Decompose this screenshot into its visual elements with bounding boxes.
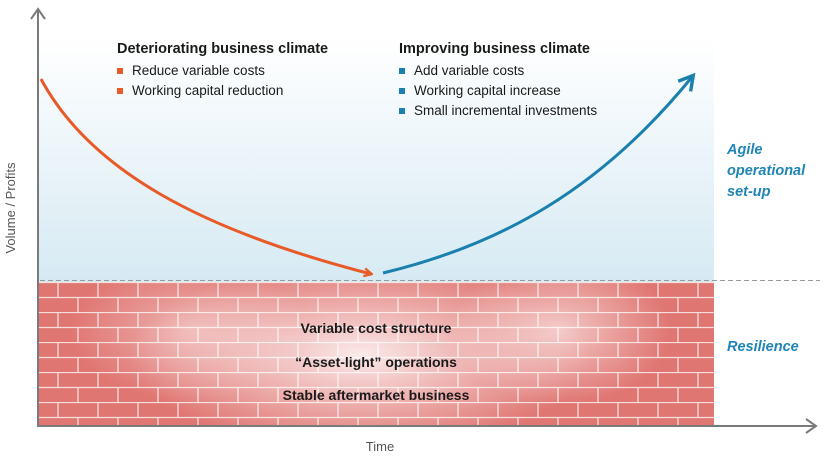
- agile-label: Agile operational set-up: [727, 142, 806, 200]
- x-axis-arrowhead: [805, 418, 818, 434]
- blue-bullet-icon: [399, 108, 405, 114]
- deteriorating-list: Reduce variable costs Working capital re…: [117, 61, 328, 101]
- orange-bullet-icon: [117, 68, 123, 74]
- blue-bullet-icon: [399, 68, 405, 74]
- wall-line-2: “Asset-light” operations: [295, 354, 457, 370]
- list-item: Add variable costs: [399, 61, 597, 81]
- orange-bullet-icon: [117, 88, 123, 94]
- list-item: Working capital increase: [399, 81, 597, 101]
- resilience-label: Resilience: [727, 339, 799, 355]
- y-axis-arrowhead: [30, 7, 46, 20]
- deteriorating-curve: [39, 78, 371, 274]
- list-item: Working capital reduction: [117, 81, 328, 101]
- improving-title: Improving business climate: [399, 41, 590, 57]
- blue-bullet-icon: [399, 88, 405, 94]
- wall-line-1: Variable cost structure: [300, 320, 452, 336]
- list-item: Reduce variable costs: [117, 61, 328, 81]
- improving-list: Add variable costs Working capital incre…: [399, 61, 597, 121]
- improving-block: Improving business climate Add variable …: [399, 41, 597, 121]
- deteriorating-title: Deteriorating business climate: [117, 41, 329, 57]
- deteriorating-block: Deteriorating business climate Reduce va…: [117, 41, 328, 101]
- y-axis-label: Volume / Profits: [3, 162, 18, 254]
- list-item: Small incremental investments: [399, 101, 597, 121]
- wall-line-3: Stable aftermarket business: [282, 387, 470, 403]
- improving-curve: [382, 72, 696, 275]
- agile-zone: [38, 38, 714, 282]
- brick-wall: [38, 282, 714, 425]
- x-axis-label: Time: [365, 439, 395, 454]
